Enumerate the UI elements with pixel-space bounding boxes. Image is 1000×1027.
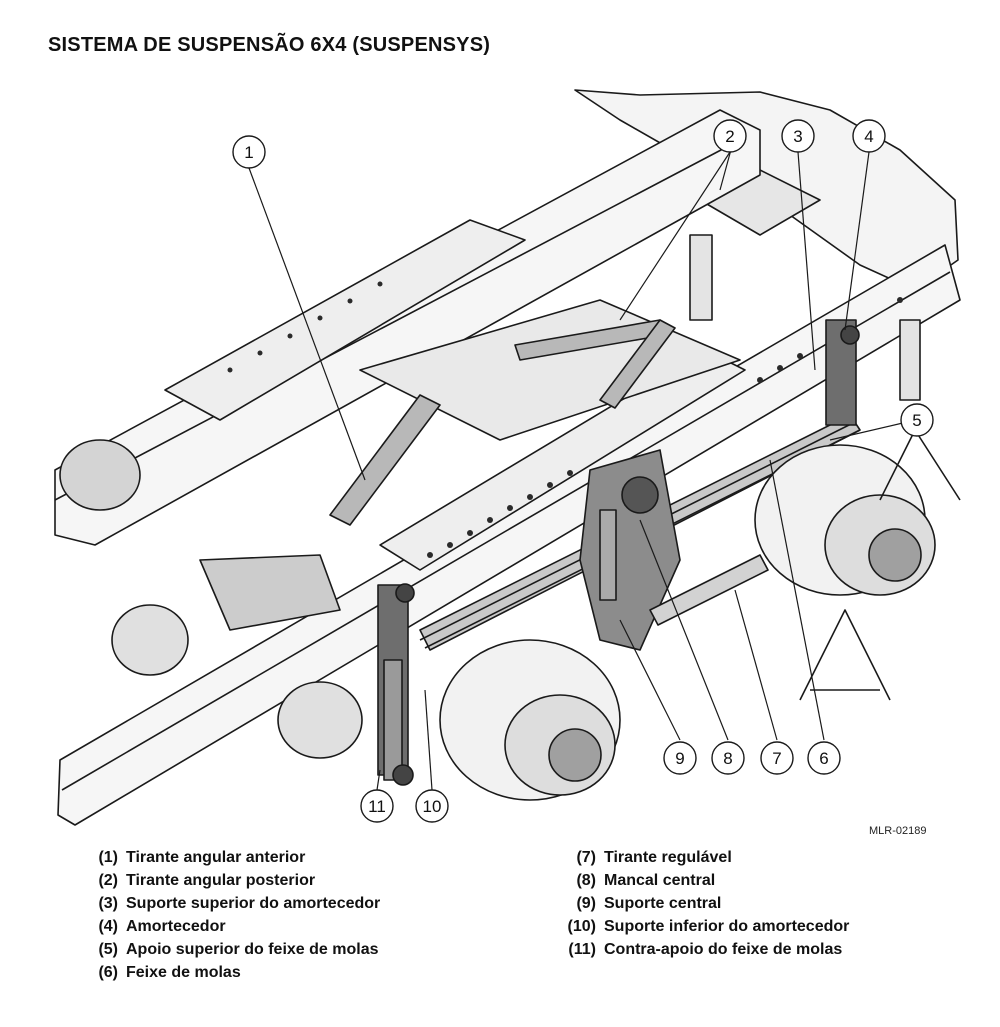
legend-label: Suporte superior do amortecedor [126, 895, 381, 912]
callout-label-7: 7 [772, 749, 781, 768]
callout-circle-8 [711, 741, 745, 775]
callout-label-2: 2 [725, 127, 734, 146]
adjustable-rod [649, 554, 769, 626]
callout-label-6: 6 [819, 749, 828, 768]
legend-label: Feixe de molas [126, 964, 241, 981]
diagram-title: SISTEMA DE SUSPENSÃO 6X4 (SUSPENSYS) [48, 34, 491, 56]
legend-item: (11) Contra-apoio do feixe de molas [560, 938, 849, 961]
legend-item: (6) Feixe de molas [92, 961, 380, 984]
legend-left: (1) Tirante angular anterior (2) Tirante an… [92, 846, 380, 984]
callout-label-3: 3 [793, 127, 802, 146]
legend-item: (4) Amortecedor [92, 915, 380, 938]
legend-label: Suporte central [604, 895, 722, 912]
legend-label: Suporte inferior do amortecedor [604, 918, 850, 935]
callout-circle-5 [900, 403, 934, 437]
back-frame-rail [54, 109, 761, 546]
legend-label: Mancal central [604, 872, 716, 889]
legend-label: Contra-apoio do feixe de molas [604, 941, 843, 958]
legend-label: Tirante regulável [604, 849, 732, 866]
legend-item: (7) Tirante regulável [560, 846, 849, 869]
legend-label: Tirante angular anterior [126, 849, 306, 866]
tie-rod-front [329, 394, 441, 526]
callout-label-10: 10 [423, 797, 442, 816]
legend-item: (5) Apoio superior do feixe de molas [92, 938, 380, 961]
callout-circle-6 [807, 741, 841, 775]
front-frame-rail [57, 244, 961, 826]
legend-number: (3) [98, 895, 118, 912]
legend-number: (9) [576, 895, 596, 912]
back-rail-plate [164, 219, 526, 421]
image-code: MLR-02189 [869, 825, 927, 837]
perforated-hanger [689, 234, 713, 321]
legend-number: (10) [567, 918, 596, 935]
front-axle-housing [199, 554, 341, 631]
callout-circle-7 [760, 741, 794, 775]
legend-item: (10) Suporte inferior do amortecedor [560, 915, 850, 938]
callout-circle-3 [781, 119, 815, 153]
callout-circle-2 [713, 119, 747, 153]
callout-label-11: 11 [368, 797, 386, 816]
legend-label: Amortecedor [126, 918, 226, 935]
callout-label-1: 1 [244, 143, 253, 162]
legend-number: (2) [98, 872, 118, 889]
callout-circle-10 [415, 789, 449, 823]
legend-number: (8) [576, 872, 596, 889]
callout-label-9: 9 [675, 749, 684, 768]
legend-number: (11) [568, 941, 596, 958]
legend-item: (1) Tirante angular anterior [92, 846, 380, 869]
legend-label: Tirante angular posterior [126, 872, 316, 889]
callout-label-5: 5 [912, 411, 921, 430]
legend-number: (7) [576, 849, 596, 866]
legend-item: (8) Mancal central [560, 869, 849, 892]
callout-label-8: 8 [723, 749, 732, 768]
front-rail-bolts [427, 297, 903, 558]
back-rail-holes [227, 281, 383, 373]
legend-item: (3) Suporte superior do amortecedor [92, 892, 380, 915]
legend-right: (7) Tirante regulável (8) Mancal central (9)… [560, 846, 850, 961]
legend-label: Apoio superior do feixe de molas [126, 941, 379, 958]
callout-circle-4 [852, 119, 886, 153]
axle-stand-front [799, 609, 891, 701]
legend-item: (9) Suporte central [560, 892, 849, 915]
legend-item: (2) Tirante angular posterior [92, 869, 380, 892]
callout-circle-1 [232, 135, 266, 169]
legend-number: (5) [98, 941, 118, 958]
legend-number: (4) [98, 918, 118, 935]
legend-number: (1) [98, 849, 118, 866]
callout-label-4: 4 [864, 127, 873, 146]
legend-number: (6) [98, 964, 118, 981]
callout-circle-9 [663, 741, 697, 775]
callout-circle-11 [360, 789, 394, 823]
front-rail-plate [379, 349, 746, 571]
